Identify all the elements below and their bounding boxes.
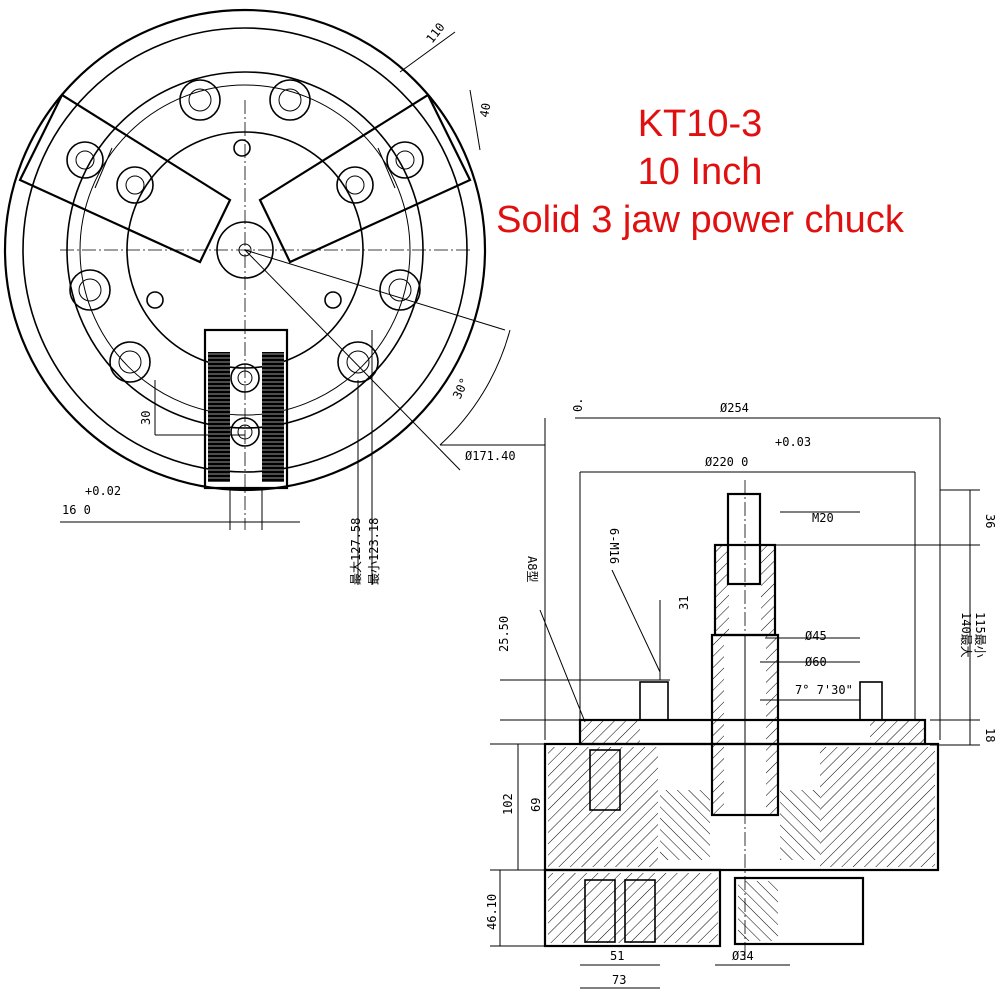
dim-16-tol: +0.02 <box>85 484 121 498</box>
angle-arc <box>439 329 511 446</box>
body-bolt-left <box>589 749 621 811</box>
right-jaw <box>258 93 472 264</box>
radial-line <box>244 249 461 471</box>
dim-40: 40 <box>477 102 493 119</box>
stud <box>726 492 762 586</box>
dim-zero: 0. <box>571 398 585 412</box>
angle-line <box>244 249 506 331</box>
dim-40-line <box>469 89 481 151</box>
left-jaw-stud <box>639 681 669 721</box>
dim-a8: A8型 <box>525 556 539 582</box>
dim-6-m16: 6-M16 <box>607 528 621 564</box>
title-block: KT10-3 10 Inch Solid 3 jaw power chuck <box>430 100 970 244</box>
outer-body-circle <box>3 8 487 492</box>
back-plate <box>543 868 722 948</box>
dim-36: 36 <box>983 514 997 528</box>
side-view: 0. Ø254 +0.03 Ø220 0 M20 6-M16 31 A8型 25… <box>485 398 997 989</box>
right-jaw-stud <box>859 681 883 721</box>
dim-51: 51 <box>610 949 624 963</box>
dim-outer-dia: Ø254 <box>720 401 749 415</box>
dim-30-deg: 30° <box>450 376 472 402</box>
cylinder-adapter <box>733 876 865 946</box>
dim-bore45: Ø45 <box>805 629 827 643</box>
dim-bolt-circle: Ø171.40 <box>465 449 516 463</box>
dim-25-50: 25.50 <box>497 616 511 652</box>
dim-min: 最小123.18 <box>367 518 381 585</box>
title-size: 10 Inch <box>637 151 763 193</box>
title-model: KT10-3 <box>637 103 763 145</box>
dim-18: 18 <box>983 728 997 742</box>
dim-140: 140最大 <box>959 612 973 658</box>
dim-31: 31 <box>677 596 691 610</box>
front-view: 110 40 30° Ø171.40 30 +0.02 16 0 最大127.5… <box>3 8 545 585</box>
bottom-jaw <box>203 328 289 490</box>
dim-110: 110 <box>423 20 447 46</box>
dim-34: Ø34 <box>732 949 754 963</box>
dim-110-line <box>399 31 456 73</box>
dim-115: 115最小 <box>973 612 987 658</box>
dim-bore60: Ø60 <box>805 655 827 669</box>
dim-taper: 7° 7'30" <box>795 683 853 697</box>
dim-102: 102 <box>501 793 515 815</box>
dim-73: 73 <box>612 973 626 987</box>
dim-69: 69 <box>529 798 543 812</box>
dim-pilot-dia: Ø220 0 <box>705 455 748 469</box>
dim-pilot-tol: +0.03 <box>775 435 811 449</box>
dim-30: 30 <box>139 411 153 425</box>
dim-46-10: 46.10 <box>485 894 499 930</box>
title-description: Solid 3 jaw power chuck <box>496 199 904 241</box>
left-jaw <box>18 93 232 264</box>
dim-16: 16 0 <box>62 503 91 517</box>
dim-m20: M20 <box>812 511 834 525</box>
dim-max: 最大127.58 <box>349 518 363 585</box>
